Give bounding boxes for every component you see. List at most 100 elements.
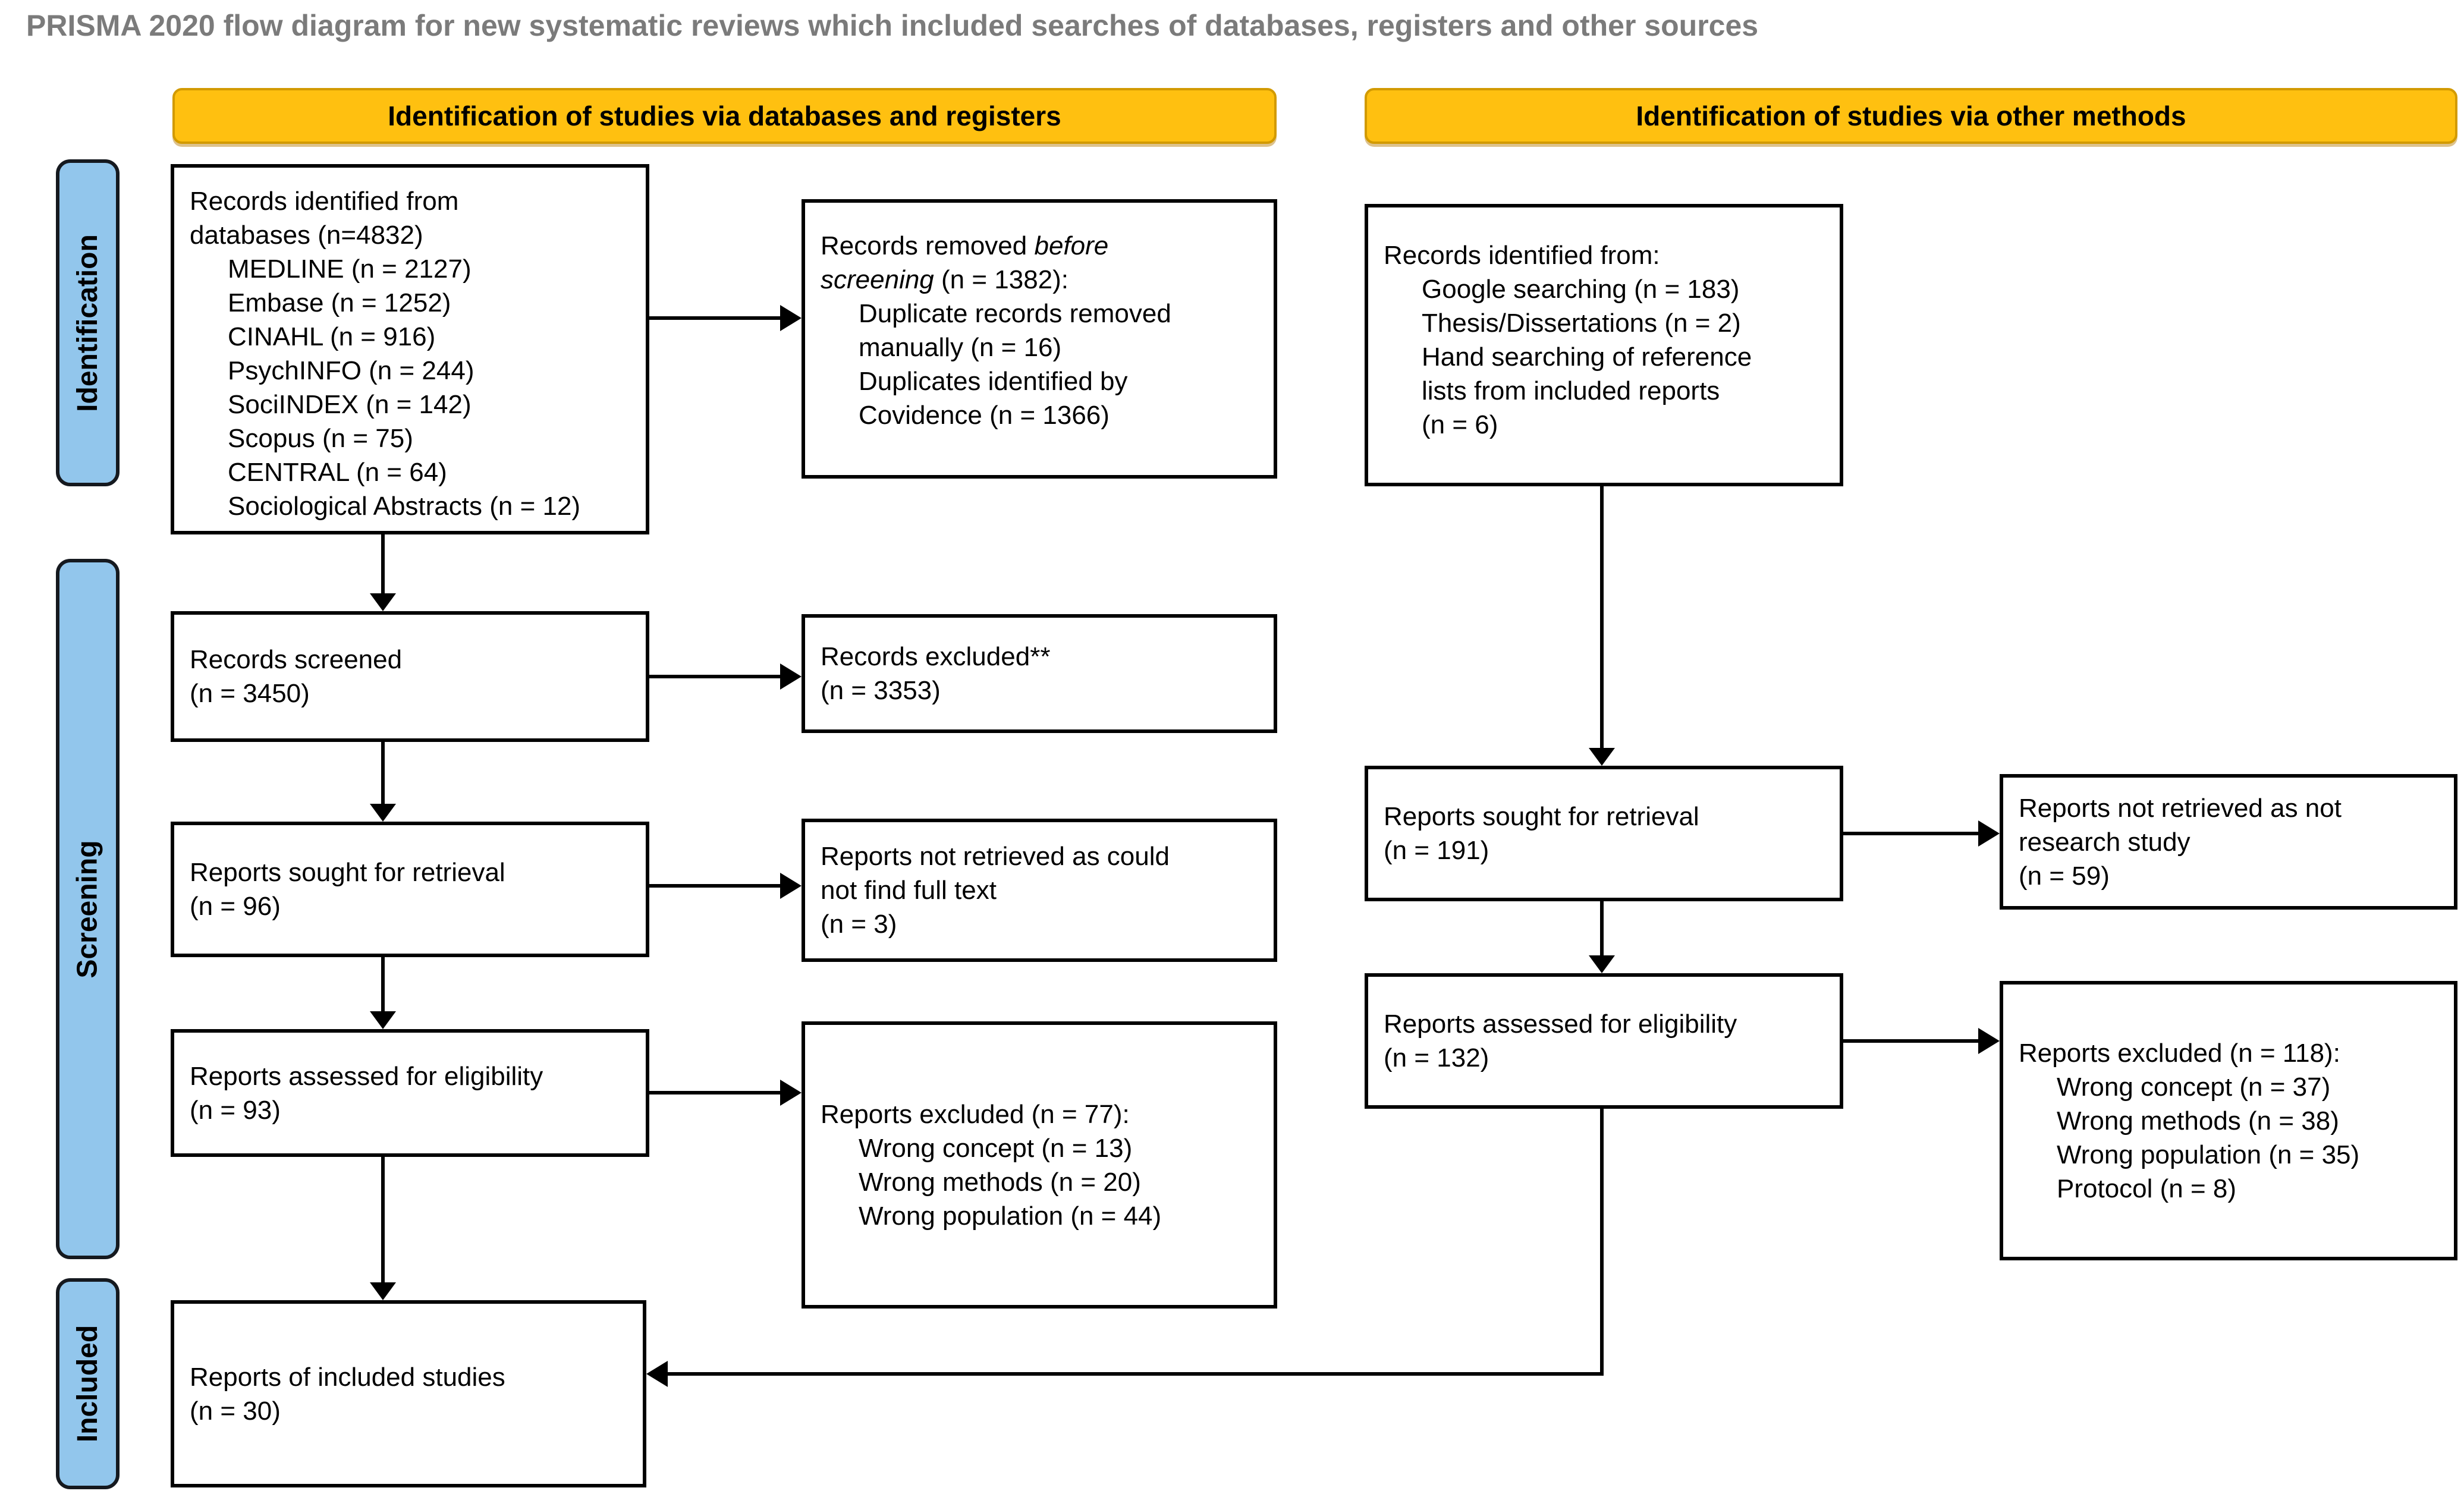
box-text-line: Scopus (n = 75) [228, 424, 413, 453]
box-reports-sought-retrieval: Reports sought for retrieval (n = 96) [171, 822, 649, 957]
arrow-screened-to-excluded-head [780, 663, 802, 690]
box-text-line: PsychINFO (n = 244) [228, 356, 474, 385]
arrow-other-sought-to-notretrieved-head [1978, 820, 2000, 847]
box-text-line: Thesis/Dissertations (n = 2) [1422, 309, 1741, 338]
box-text-line: (n = 191) [1384, 836, 1489, 865]
arrow-other-assessed-to-excluded118-shaft [1843, 1039, 1978, 1043]
stage-screening-label: Screening [72, 839, 104, 979]
box-text-line: Duplicates identified by [859, 367, 1128, 396]
box-records-identified-databases: Records identified from databases (n=4832… [171, 164, 649, 534]
box-text-line: Reports assessed for eligibility [190, 1061, 543, 1091]
box-text-line: Records identified from [190, 187, 459, 216]
arrow-db-to-removed-shaft [649, 316, 780, 320]
box-text-line: Sociological Abstracts (n = 12) [228, 492, 581, 521]
box-text-line: Wrong methods (n = 38) [2057, 1106, 2339, 1136]
box-text-line: Reports sought for retrieval [190, 858, 505, 887]
box-text-line: CINAHL (n = 916) [228, 322, 436, 351]
stage-included-label: Included [72, 1325, 103, 1443]
box-text-line: Embase (n = 1252) [228, 288, 451, 317]
box-text-line: (n = 93) [190, 1095, 281, 1125]
box-text-line: (n = 3353) [821, 676, 941, 705]
box-text-line: Wrong methods (n = 20) [859, 1167, 1141, 1197]
box-records-excluded: Records excluded** (n = 3353) [802, 614, 1277, 733]
arrow-screened-to-sought-shaft [381, 742, 385, 804]
connector-other-assessed-down-shaft [1600, 1109, 1604, 1374]
box-text-line: Covidence (n = 1366) [859, 401, 1110, 430]
box-other-reports-assessed: Reports assessed for eligibility (n = 132… [1365, 973, 1843, 1109]
box-text-line: Reports not retrieved as could [821, 842, 1170, 871]
header-other-methods: Identification of studies via other meth… [1365, 88, 2457, 144]
box-text-line: Reports excluded (n = 118): [2019, 1038, 2340, 1068]
arrow-assessed-to-excluded77-head [780, 1080, 802, 1106]
box-reports-assessed-eligibility: Reports assessed for eligibility (n = 93) [171, 1029, 649, 1157]
box-text-line: research study [2019, 827, 2190, 857]
arrow-sought-to-assessed-shaft [381, 957, 385, 1011]
header-databases-registers-label: Identification of studies via databases … [388, 100, 1061, 131]
box-text-line: (n = 3450) [190, 679, 310, 708]
box-text-line: Reports sought for retrieval [1384, 802, 1699, 831]
box-text-line: Google searching (n = 183) [1422, 275, 1740, 304]
box-other-reports-not-retrieved: Reports not retrieved as not research stu… [2000, 774, 2457, 910]
box-text-line: (n = 96) [190, 892, 281, 921]
arrow-other-assessed-to-excluded118-head [1978, 1028, 2000, 1054]
arrow-other-sought-to-notretrieved-shaft [1843, 832, 1978, 835]
box-reports-not-retrieved-fulltext: Reports not retrieved as could not find f… [802, 819, 1277, 962]
stage-screening: Screening [56, 559, 120, 1259]
box-text-line: SociINDEX (n = 142) [228, 390, 472, 419]
box-text-line: screening (n = 1382): [821, 265, 1069, 294]
box-text-line: Wrong concept (n = 37) [2057, 1072, 2331, 1102]
box-reports-excluded-118: Reports excluded (n = 118): Wrong concept… [2000, 981, 2457, 1260]
arrow-db-to-removed-head [780, 305, 802, 331]
arrow-sought-to-notretrieved-head [780, 873, 802, 899]
box-text-line: manually (n = 16) [859, 333, 1062, 362]
arrow-sought-to-notretrieved-shaft [649, 884, 780, 888]
arrow-sought-to-assessed-head [370, 1011, 396, 1029]
box-records-screened: Records screened (n = 3450) [171, 611, 649, 742]
box-reports-included-studies: Reports of included studies (n = 30) [171, 1300, 646, 1487]
box-text-line: Duplicate records removed [859, 299, 1171, 328]
box-text-line: (n = 59) [2019, 861, 2110, 891]
arrow-other-identified-to-sought-shaft [1600, 486, 1604, 748]
arrow-other-sought-to-assessed-head [1589, 955, 1615, 973]
stage-identification-label: Identification [72, 234, 104, 412]
box-text-line: CENTRAL (n = 64) [228, 458, 447, 487]
arrow-db-to-screened-shaft [381, 534, 385, 593]
stage-included: Included [56, 1278, 120, 1489]
stage-identification: Identification [56, 159, 120, 486]
connector-other-assessed-to-included-head [646, 1361, 668, 1387]
box-text-line: Records identified from: [1384, 241, 1660, 270]
box-text-line: (n = 30) [190, 1396, 281, 1426]
box-text-line: Wrong concept (n = 13) [859, 1133, 1133, 1163]
arrow-db-to-screened-head [370, 593, 396, 611]
box-text-line: Records removed before [821, 231, 1109, 260]
box-reports-excluded-77: Reports excluded (n = 77):Wrong concept … [802, 1021, 1277, 1309]
box-text-line: Records excluded** [821, 642, 1051, 671]
box-text-line: not find full text [821, 876, 997, 905]
box-text-line: (n = 132) [1384, 1043, 1489, 1072]
box-text-line: databases (n=4832) [190, 221, 423, 250]
arrow-other-identified-to-sought-head [1589, 748, 1615, 766]
arrow-other-sought-to-assessed-shaft [1600, 901, 1604, 955]
box-text-line: Reports assessed for eligibility [1384, 1009, 1737, 1039]
box-text-line: Protocol (n = 8) [2057, 1174, 2237, 1203]
box-text-line: Reports of included studies [190, 1362, 505, 1392]
arrow-assessed-to-included-shaft [381, 1157, 385, 1282]
arrow-assessed-to-excluded77-shaft [649, 1091, 780, 1094]
box-other-reports-sought: Reports sought for retrieval (n = 191) [1365, 766, 1843, 901]
box-records-identified-other: Records identified from: Google searching… [1365, 204, 1843, 486]
header-databases-registers: Identification of studies via databases … [172, 88, 1277, 144]
box-text-line: Wrong population (n = 35) [2057, 1140, 2360, 1169]
arrow-screened-to-excluded-shaft [649, 675, 780, 678]
box-text-line: Wrong population (n = 44) [859, 1201, 1162, 1231]
box-text-line: Reports not retrieved as not [2019, 793, 2342, 823]
arrow-assessed-to-included-head [370, 1282, 396, 1300]
box-text-line: (n = 6) [1422, 410, 1498, 439]
box-text-line: Hand searching of reference [1422, 342, 1752, 372]
box-text-line: lists from included reports [1422, 376, 1720, 405]
box-text-line: MEDLINE (n = 2127) [228, 254, 472, 284]
box-records-removed-before-screening: Records removed before screening (n = 138… [802, 199, 1277, 479]
box-text-line: Records screened [190, 645, 403, 674]
page-title: PRISMA 2020 flow diagram for new systema… [26, 9, 1759, 42]
arrow-screened-to-sought-head [370, 804, 396, 822]
